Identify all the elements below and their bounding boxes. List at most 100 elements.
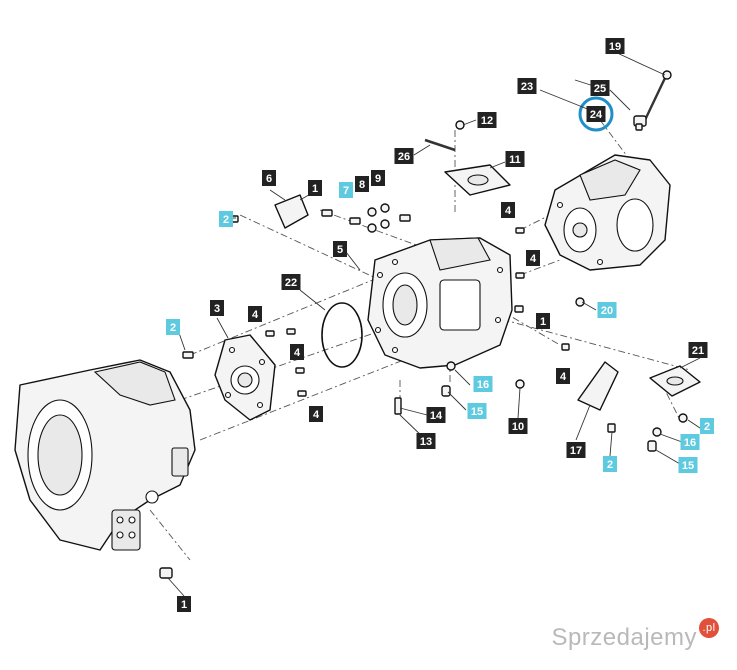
callout-12: 12 (477, 112, 497, 128)
callout-box (586, 106, 606, 122)
callout-number: 21 (692, 345, 704, 357)
watermark-badge: .pl (699, 618, 719, 638)
callout-14: 14 (426, 407, 446, 423)
callout-2: 2 (700, 418, 714, 434)
gasket-17 (577, 361, 619, 411)
callout-20: 20 (597, 302, 617, 318)
callout-number: 22 (285, 277, 297, 289)
leader-lines (167, 51, 701, 597)
callout-23: 23 (517, 78, 537, 94)
callout-number: 8 (359, 179, 365, 191)
callout-box (308, 180, 322, 196)
callout-number: 3 (214, 303, 220, 315)
callout-number: 19 (609, 41, 621, 53)
callout-box (262, 170, 276, 186)
callout-number: 13 (420, 436, 432, 448)
callout-2: 2 (603, 456, 617, 472)
callout-3: 3 (210, 300, 224, 316)
callout-number: 16 (477, 379, 489, 391)
callout-number: 26 (398, 151, 410, 163)
callout-number: 2 (607, 459, 613, 471)
callout-number: 23 (521, 81, 533, 93)
callout-7: 7 (339, 182, 353, 198)
callout-17: 17 (566, 442, 586, 458)
watermark: Sprzedajemy.pl (551, 618, 719, 652)
callout-box (603, 456, 617, 472)
callout-2: 2 (166, 319, 180, 335)
callout-number: 4 (313, 409, 320, 421)
callout-box (355, 176, 369, 192)
callout-box (339, 182, 353, 198)
callout-box (371, 170, 385, 186)
callout-box (688, 342, 708, 358)
callout-4: 4 (526, 250, 540, 266)
cover-plate-6 (274, 194, 309, 229)
bell-housing (14, 359, 196, 551)
callout-4: 4 (290, 344, 304, 360)
callout-4: 4 (309, 406, 323, 422)
callout-number: 24 (590, 109, 603, 121)
callout-15: 15 (467, 403, 487, 419)
callout-box (333, 241, 347, 257)
callout-15: 15 (678, 457, 698, 473)
callout-number: 12 (481, 115, 493, 127)
callout-number: 16 (684, 437, 696, 449)
callout-6: 6 (262, 170, 276, 186)
callout-box (678, 457, 698, 473)
callout-number: 4 (530, 253, 537, 265)
fasteners (159, 123, 688, 579)
callout-1: 1 (308, 180, 322, 196)
callout-box (680, 434, 700, 450)
callout-8: 8 (355, 176, 369, 192)
callout-number: 4 (252, 309, 259, 321)
callout-box (166, 319, 180, 335)
callout-box (416, 433, 436, 449)
callout-box (467, 403, 487, 419)
callout-9: 9 (371, 170, 385, 186)
callout-4: 4 (556, 368, 570, 384)
callout-box (290, 344, 304, 360)
callout-box (566, 442, 586, 458)
dipstick-cap (662, 70, 672, 80)
callout-box (281, 274, 301, 290)
main-gearbox-housing (367, 237, 513, 369)
callout-10: 10 (508, 418, 528, 434)
callout-box (394, 148, 414, 164)
screw-12 (455, 120, 465, 130)
callout-number: 6 (266, 173, 272, 185)
rod-26 (424, 138, 456, 152)
callout-19: 19 (605, 38, 625, 54)
callout-box (309, 406, 323, 422)
callout-number: 2 (170, 322, 176, 334)
callout-box (177, 596, 191, 612)
callout-box (605, 38, 625, 54)
callout-box (426, 407, 446, 423)
callout-number: 25 (594, 83, 606, 95)
callout-25: 25 (590, 80, 610, 96)
callout-2: 2 (219, 211, 233, 227)
rear-housing (544, 154, 671, 271)
callout-box (597, 302, 617, 318)
callout-26: 26 (394, 148, 414, 164)
cover-21-detail (666, 376, 684, 386)
callout-13: 13 (416, 433, 436, 449)
callout-number: 5 (337, 244, 343, 256)
callout-number: 1 (312, 183, 318, 195)
callout-box (590, 80, 610, 96)
callout-box (536, 313, 550, 329)
callout-box (505, 151, 525, 167)
callout-22: 22 (281, 274, 301, 290)
callout-box (210, 300, 224, 316)
watermark-text: Sprzedajemy (551, 624, 697, 651)
callout-number: 2 (704, 421, 710, 433)
callout-number: 2 (223, 214, 229, 226)
callout-number: 10 (512, 421, 524, 433)
callout-box (508, 418, 528, 434)
callout-number: 7 (343, 185, 349, 197)
callout-number: 15 (471, 406, 483, 418)
callout-number: 11 (509, 154, 521, 166)
callout-box (248, 306, 262, 322)
callout-16: 16 (680, 434, 700, 450)
